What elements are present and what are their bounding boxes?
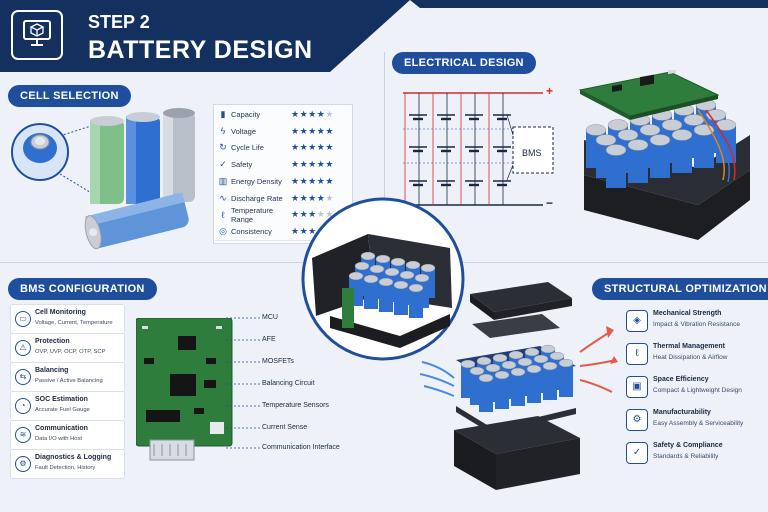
rating-row: ▥Energy Density ★★★★★ [215, 172, 349, 191]
pcb-component-label: Communication Interface [262, 444, 340, 451]
step-label: STEP 2 [88, 12, 150, 32]
battery-icon: ▮ [220, 109, 226, 119]
bar-chart-icon: ▥ [218, 175, 228, 186]
structural-optimization-title: STRUCTURAL OPTIMIZATION [592, 278, 768, 300]
wifi-icon: ≋ [15, 427, 31, 443]
structural-feature-title: Mechanical Strength [653, 310, 722, 317]
rating-row: ✓ Safety ★★★★★ [215, 156, 349, 175]
shield-check-icon: ✓ [626, 442, 648, 464]
bms-feature-subtitle: Accurate Fuel Gauge [35, 407, 90, 413]
thermometer-icon: ℓ [221, 209, 225, 220]
cube-icon: ▣ [626, 376, 648, 398]
bms-configuration-title: BMS CONFIGURATION [8, 278, 157, 300]
rating-label: Temperature Range [231, 205, 274, 224]
bms-feature-title: Balancing [35, 367, 69, 374]
structural-feature-subtitle: Heat Dissipation & Airflow [653, 354, 728, 361]
header-banner [0, 0, 768, 72]
electrical-schematic [403, 92, 554, 206]
check-circle-icon: ◎ [219, 225, 227, 236]
structural-feature-subtitle: Impact & Vibration Resistance [653, 321, 740, 328]
rating-label: Consistency [231, 226, 272, 236]
rating-label: Energy Density [231, 176, 282, 186]
rating-label: Safety [231, 160, 253, 170]
exploded-pack-illustration [420, 282, 618, 490]
rating-stars: ★★★★★ [291, 159, 334, 170]
bms-feature-title: Communication [35, 425, 88, 432]
rating-stars: ★★★★★ [291, 209, 334, 220]
rating-row: ↻ Cycle Life ★★★★★ [215, 139, 349, 158]
rating-label: Cycle Life [231, 143, 264, 153]
protection-icon: ⚠ [15, 340, 31, 356]
pcb-leader-lines [226, 317, 260, 449]
rating-row: ▮ Capacity ★★★★★ [215, 106, 349, 124]
structural-feature-subtitle: Easy Assembly & Serviceability [653, 420, 744, 427]
rating-stars: ★★★★★ [291, 142, 334, 153]
gauge-icon: ◔ [15, 398, 31, 414]
thermometer-icon: ℓ [626, 343, 648, 365]
bms-box-label: BMS [522, 148, 542, 158]
rating-label: Capacity [231, 110, 261, 119]
bms-feature-title: Cell Monitoring [35, 309, 86, 316]
bms-pcb-board [136, 318, 233, 461]
rating-stars: ★★★★★ [291, 125, 334, 136]
bms-feature-subtitle: Voltage, Current, Temperature [35, 320, 113, 326]
rating-row: ϟ Voltage ★★★★★ [215, 122, 349, 141]
diagnostics-icon: ⚙ [15, 456, 31, 472]
plus-terminal-label: + [546, 84, 554, 98]
pcb-component-label: MOSFETs [262, 358, 294, 365]
minus-terminal-label: − [546, 196, 554, 210]
battery-pack-with-pcb [578, 70, 750, 240]
electrical-design-title: ELECTRICAL DESIGN [392, 52, 536, 74]
shield-check-icon: ✓ [219, 159, 227, 170]
bms-feature-subtitle: Fault Detection, History [35, 465, 96, 471]
pcb-component-label: Balancing Circuit [262, 380, 315, 387]
rating-stars: ★★★★★ [291, 109, 334, 119]
structural-feature-title: Space Efficiency [653, 376, 709, 383]
divider-vertical-top [384, 52, 385, 252]
center-module-illustration [301, 197, 465, 361]
pcb-component-label: Current Sense [262, 424, 308, 431]
bolt-icon: ϟ [220, 126, 226, 137]
balance-icon: ⇆ [15, 369, 31, 385]
cell-illustration [11, 108, 195, 250]
rating-stars: ★★★★★ [291, 192, 334, 203]
rating-row: ℓ Temperature Range ★★★★★ [215, 205, 349, 225]
bms-feature-title: Diagnostics & Logging [35, 454, 112, 461]
bms-feature-subtitle: OVP, UVP, OCP, OTP, SCP [35, 349, 106, 355]
bms-feature-title: SOC Estimation [35, 396, 88, 403]
page-title: BATTERY DESIGN [88, 36, 313, 64]
cycle-icon: ↻ [219, 142, 227, 153]
rating-label: Voltage [231, 126, 257, 136]
cell-selection-title: CELL SELECTION [8, 85, 131, 107]
pcb-component-label: AFE [262, 336, 276, 343]
rating-label: Discharge Rate [231, 193, 283, 203]
monitor-icon: ▭ [15, 311, 31, 327]
shield-icon: ◈ [626, 310, 648, 332]
structural-feature-subtitle: Standards & Reliability [653, 453, 719, 460]
bms-feature-subtitle: Data I/O with Host [35, 436, 83, 442]
pcb-component-label: MCU [262, 314, 278, 321]
pcb-component-label: Temperature Sensors [262, 402, 329, 409]
pulse-icon: ∿ [219, 192, 227, 203]
structural-feature-subtitle: Compact & Lightweight Design [653, 387, 742, 394]
bms-feature-title: Protection [35, 338, 70, 345]
rating-stars: ★★★★★ [291, 175, 334, 186]
bms-feature-subtitle: Passive / Active Balancing [35, 378, 103, 384]
structural-feature-title: Thermal Management [653, 343, 725, 350]
structural-feature-title: Safety & Compliance [653, 442, 723, 449]
gear-icon: ⚙ [626, 409, 648, 431]
structural-feature-title: Manufacturability [653, 409, 711, 416]
monitor-cube-icon [22, 18, 52, 48]
